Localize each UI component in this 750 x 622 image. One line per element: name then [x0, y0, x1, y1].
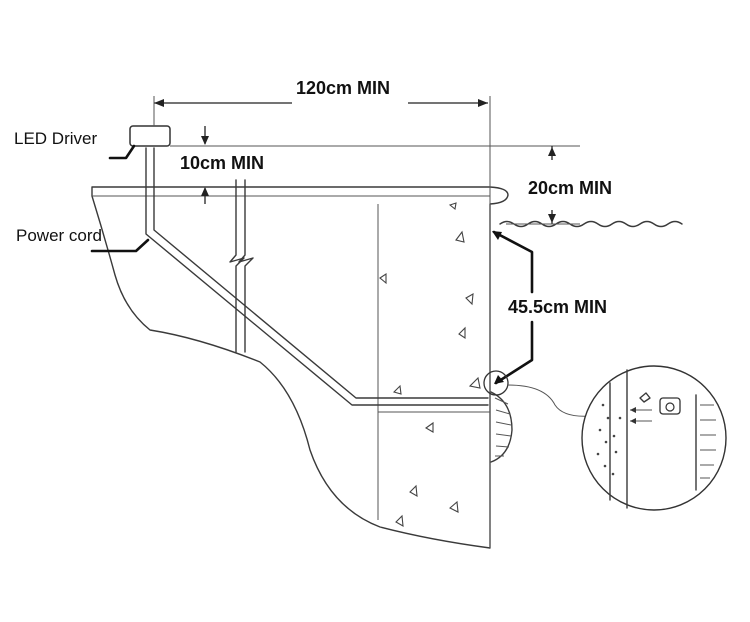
- section-pipe: [229, 179, 245, 353]
- screw-icon: [639, 392, 651, 403]
- light-fixture: [490, 391, 513, 463]
- dim-water-gap-arrow-top: [548, 147, 556, 156]
- label-power-cord: Power cord: [16, 226, 102, 245]
- detail-contents: [596, 369, 716, 509]
- detail-callout-circle: [483, 370, 509, 396]
- leader-power-cord: [90, 238, 150, 253]
- conduit-pipe: [145, 147, 489, 406]
- water-surface: [499, 220, 683, 228]
- rock: [449, 500, 459, 513]
- rock: [395, 514, 404, 528]
- rock: [392, 384, 402, 395]
- detail-magnified-circle: [581, 365, 727, 511]
- led-driver-box: [129, 125, 171, 147]
- label-dim-depth: 45.5cm MIN: [508, 297, 607, 317]
- dim-width-arrow-left: [154, 99, 164, 107]
- rock: [455, 230, 465, 243]
- rock: [458, 326, 466, 340]
- dim-water-gap-arrow-bottom: [548, 214, 556, 223]
- label-dim-water-gap: 20cm MIN: [528, 178, 612, 198]
- dim-width-arrow-right: [478, 99, 488, 107]
- label-dim-driver-gap: 10cm MIN: [180, 153, 264, 173]
- light-fixture-hatch: [494, 397, 512, 457]
- detail-leader: [507, 384, 601, 417]
- dim-depth-leader-top: [492, 230, 534, 294]
- dim-depth-arrow-bottom: [494, 375, 504, 384]
- pool-wall-outline: [91, 186, 509, 549]
- rock: [465, 292, 474, 306]
- dim-depth-leader-bottom: [494, 320, 534, 385]
- rock: [409, 484, 418, 498]
- conduit-pipe-inner: [153, 147, 489, 399]
- junction-box-icon: [659, 397, 681, 415]
- section-pipe-inner: [238, 179, 254, 353]
- dim-depth-arrow-top: [492, 231, 502, 240]
- rock: [424, 421, 434, 433]
- label-led-driver: LED Driver: [14, 129, 97, 148]
- label-dim-width: 120cm MIN: [296, 78, 390, 98]
- rock: [379, 272, 387, 285]
- dim-driver-gap-arrow-bottom: [201, 187, 209, 196]
- rock: [468, 376, 481, 389]
- leader-led-driver: [108, 144, 136, 160]
- dim-driver-gap-arrow-top: [201, 136, 209, 145]
- rock: [448, 202, 457, 211]
